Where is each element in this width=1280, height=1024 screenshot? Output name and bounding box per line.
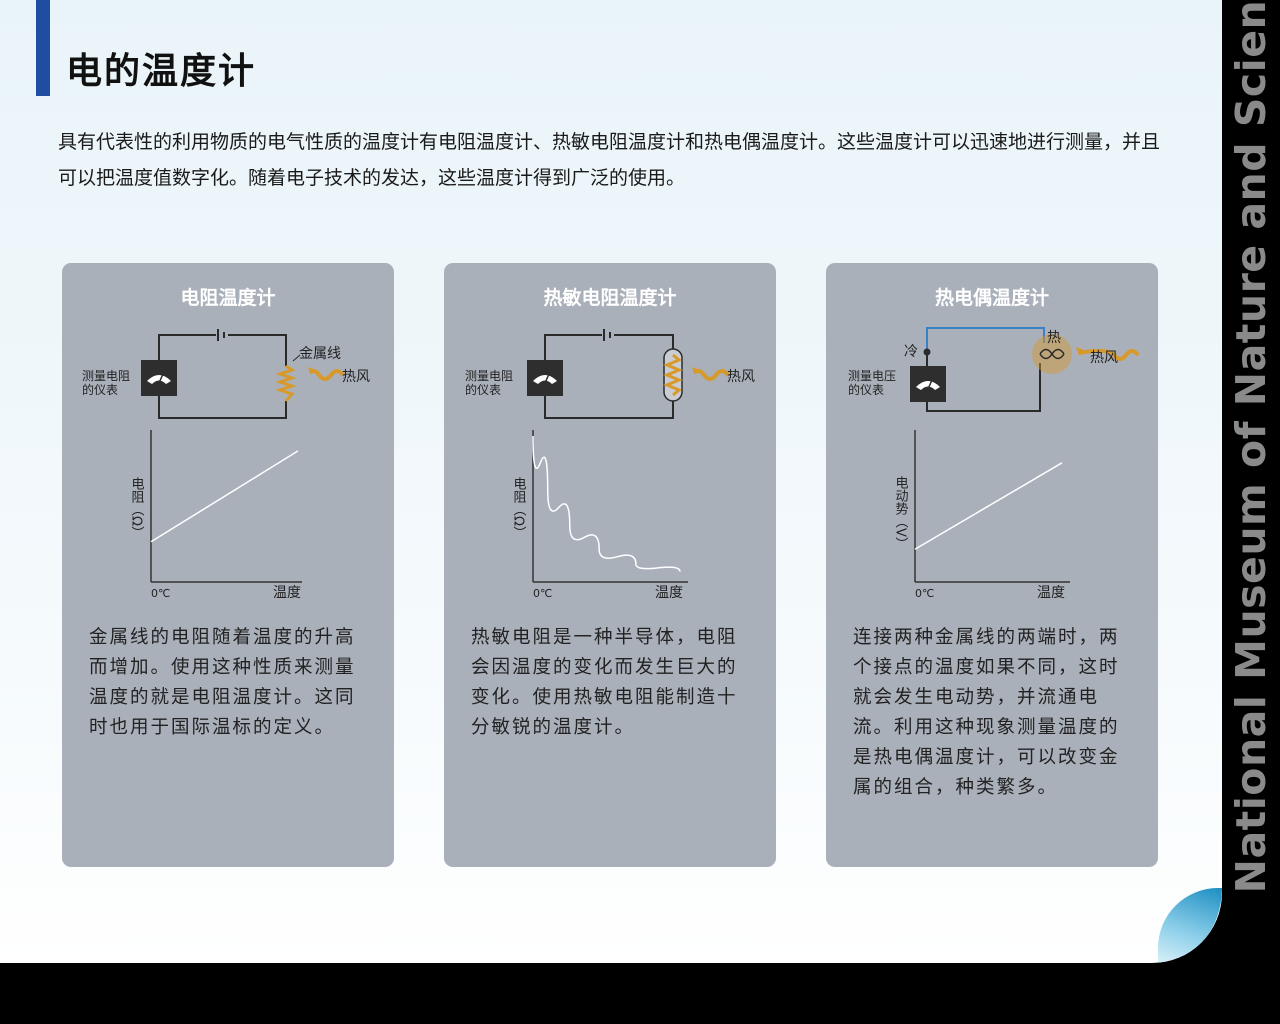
metal-wire-resistor-icon: [275, 364, 297, 402]
meter-label-line1: 测量电阻: [82, 369, 130, 383]
meter-label-line2: 的仪表: [848, 382, 884, 397]
battery-icon: [217, 329, 225, 341]
chart-axes: [532, 430, 688, 583]
chart-xlabel: 温度: [273, 585, 301, 601]
hot-junction-icon: [1039, 348, 1065, 360]
chart-x-origin-label: 0℃: [915, 587, 934, 600]
thermistor-element-icon: [663, 353, 683, 397]
resistance-circuit-diagram: 测量电阻 的仪表 金属线 热风 电阻（Ω） 0℃ 温度: [82, 329, 370, 601]
chart-axes: [914, 430, 1070, 583]
resistance-linear-line: [150, 450, 299, 543]
metal-wire-label: 金属线: [299, 346, 341, 362]
hot-wind-label: 热风: [342, 369, 370, 385]
chart-axes: [150, 430, 302, 583]
page-title: 电的温度计: [66, 51, 257, 92]
chart-x-origin-label: 0℃: [533, 587, 552, 600]
card-description: 连接两种金属线的两端时，两个接点的温度如果不同，这时就会发生电动势，并流通电流。…: [853, 627, 1120, 798]
chart-series-line: [914, 462, 1063, 550]
hot-wind-label: 热风: [727, 369, 755, 385]
card-thermocouple-thermometer: 热电偶温度计 测量电压 的仪表 冷 热 热风: [826, 263, 1158, 867]
chart-xlabel: 温度: [1037, 585, 1065, 601]
chart-series-line: [150, 450, 299, 543]
card-title: 热电偶温度计: [934, 287, 1049, 309]
circuit-wires: [544, 334, 674, 419]
intro-paragraph: 具有代表性的利用物质的电气性质的温度计有电阻温度计、热敏电阻温度计和热电偶温度计…: [58, 131, 1161, 189]
hot-wind-label: 热风: [1090, 350, 1118, 366]
chart-series-line: [532, 435, 681, 572]
thermocouple-linear-line: [914, 462, 1063, 550]
meter-icon: [527, 360, 563, 396]
meter-label-line1: 测量电阻: [465, 369, 513, 383]
battery-icon: [603, 329, 611, 341]
hot-wind-icon: [1077, 348, 1140, 361]
museum-name: National Museum of Nature and Science: [1227, 0, 1275, 894]
hot-wind-icon: [692, 368, 730, 381]
meter-label-line1: 测量电压: [848, 369, 896, 383]
meter-icon: [141, 360, 177, 396]
chart-x-origin-label: 0℃: [151, 587, 170, 600]
thermocouple-circuit-diagram: 测量电压 的仪表 冷 热 热风 电动势（V） 0℃ 温度: [848, 327, 1140, 601]
hot-wind-icon: [308, 368, 345, 381]
card-description: 热敏电阻是一种半导体，电阻会因温度的变化而发生巨大的变化。使用热敏电阻能制造十分…: [471, 627, 738, 738]
chart-ylabel: 电阻（Ω）: [129, 477, 145, 539]
thermistor-circuit-diagram: 测量电阻 的仪表 热风 电阻（Ω） 0℃ 温度: [465, 329, 755, 601]
card-thermistor-thermometer: 热敏电阻温度计 测量电阻 的仪表 热风: [444, 263, 776, 867]
card-resistance-thermometer: 电阻温度计 测量电阻 的仪表 金属线 热风: [62, 263, 394, 867]
side-brand-strip: National Museum of Nature and Science: [1222, 0, 1280, 893]
title-accent-bar: [36, 0, 50, 96]
cold-junction-dot: [923, 348, 931, 356]
card-title: 电阻温度计: [180, 287, 276, 309]
card-description: 金属线的电阻随着温度的升高而增加。使用这种性质来测量温度的就是电阻温度计。这同时…: [89, 627, 356, 738]
hot-label: 热: [1047, 330, 1061, 346]
chart-ylabel: 电动势（V）: [893, 476, 909, 550]
circuit-wires: [158, 334, 287, 419]
chart-ylabel: 电阻（Ω）: [511, 477, 527, 539]
meter-icon: [910, 366, 946, 402]
card-title: 热敏电阻温度计: [543, 287, 677, 309]
page: 电的温度计 具有代表性的利用物质的电气性质的温度计有电阻温度计、热敏电阻温度计和…: [0, 0, 1222, 963]
thermistor-decay-curve: [532, 435, 681, 572]
meter-label-line2: 的仪表: [82, 382, 118, 397]
page-curl-corner: [1158, 888, 1222, 963]
meter-label-line2: 的仪表: [465, 382, 501, 397]
cold-label: 冷: [904, 344, 918, 360]
chart-xlabel: 温度: [655, 585, 683, 601]
